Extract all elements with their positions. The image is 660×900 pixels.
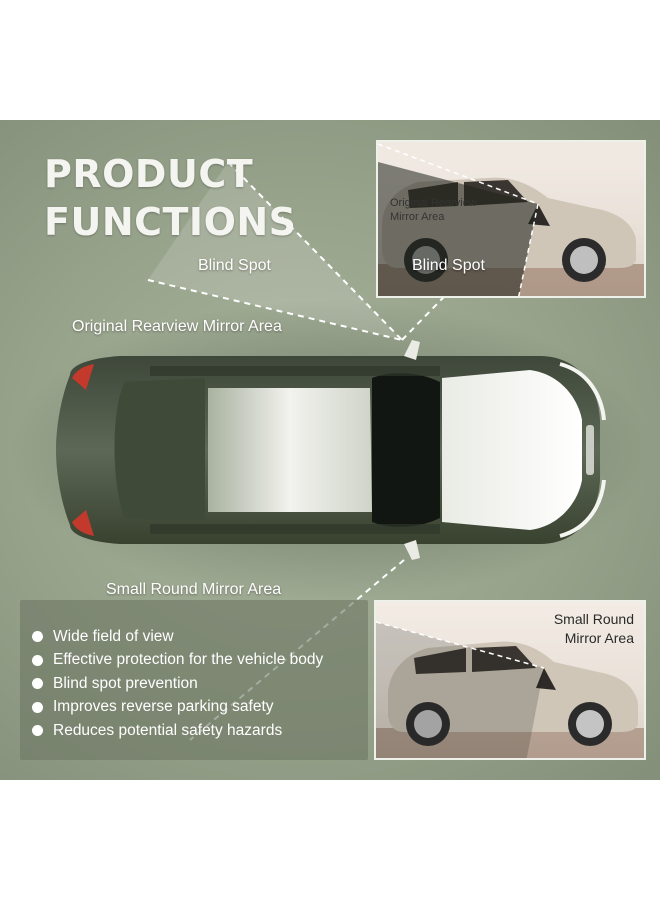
list-item: Reduces potential safety hazards <box>32 719 368 743</box>
windshield <box>372 373 440 527</box>
car-top-view-illustration <box>10 161 650 741</box>
list-item: Effective protection for the vehicle bod… <box>32 649 368 673</box>
blind-spot-shade <box>378 162 538 296</box>
rear-window <box>114 378 205 522</box>
small-round-area-label: Small Round Mirror Area <box>106 581 282 598</box>
list-item: Blind spot prevention <box>32 672 368 696</box>
bullet-icon <box>32 678 43 690</box>
bullet-icon <box>32 701 43 713</box>
left-mirror <box>404 340 420 360</box>
product-functions-panel: PRODUCT FUNCTIONS Blind Spot Original Re… <box>0 120 660 780</box>
bullet-icon <box>32 725 43 737</box>
bullet-icon <box>32 654 43 666</box>
inset-rearview-label: Original Rearview Mirror Area <box>390 197 477 223</box>
rearview-area-label: Original Rearview Mirror Area <box>72 318 282 335</box>
blind-spot-label: Blind Spot <box>198 257 271 274</box>
feature-list: Wide field of view Effective protection … <box>32 625 368 743</box>
list-item: Wide field of view <box>32 625 368 649</box>
roof <box>208 388 372 512</box>
inset-small-round-label: Small Round Mirror Area <box>553 611 634 646</box>
blind-spot-cone <box>148 162 402 340</box>
hood <box>442 370 582 530</box>
bullet-icon <box>32 631 43 643</box>
side-car-illustration-bottom <box>376 621 644 758</box>
tail-light-bottom <box>72 510 94 536</box>
side-car-illustration-top <box>378 142 644 296</box>
feature-list-box: Wide field of view Effective protection … <box>20 600 368 760</box>
list-item: Improves reverse parking safety <box>32 696 368 720</box>
right-mirror <box>404 540 420 560</box>
small-round-coverage <box>376 622 544 758</box>
title-line-2: FUNCTIONS <box>44 200 297 244</box>
tail-light-top <box>72 364 94 390</box>
page-title: PRODUCT FUNCTIONS <box>44 150 297 246</box>
inset-rearview-side-view: Original Rearview Mirror Area Blind Spot <box>376 140 646 298</box>
inset-small-round-side-view: Small Round Mirror Area <box>374 600 646 760</box>
title-line-1: PRODUCT <box>44 152 254 196</box>
inset-blind-spot-label: Blind Spot <box>412 257 485 274</box>
